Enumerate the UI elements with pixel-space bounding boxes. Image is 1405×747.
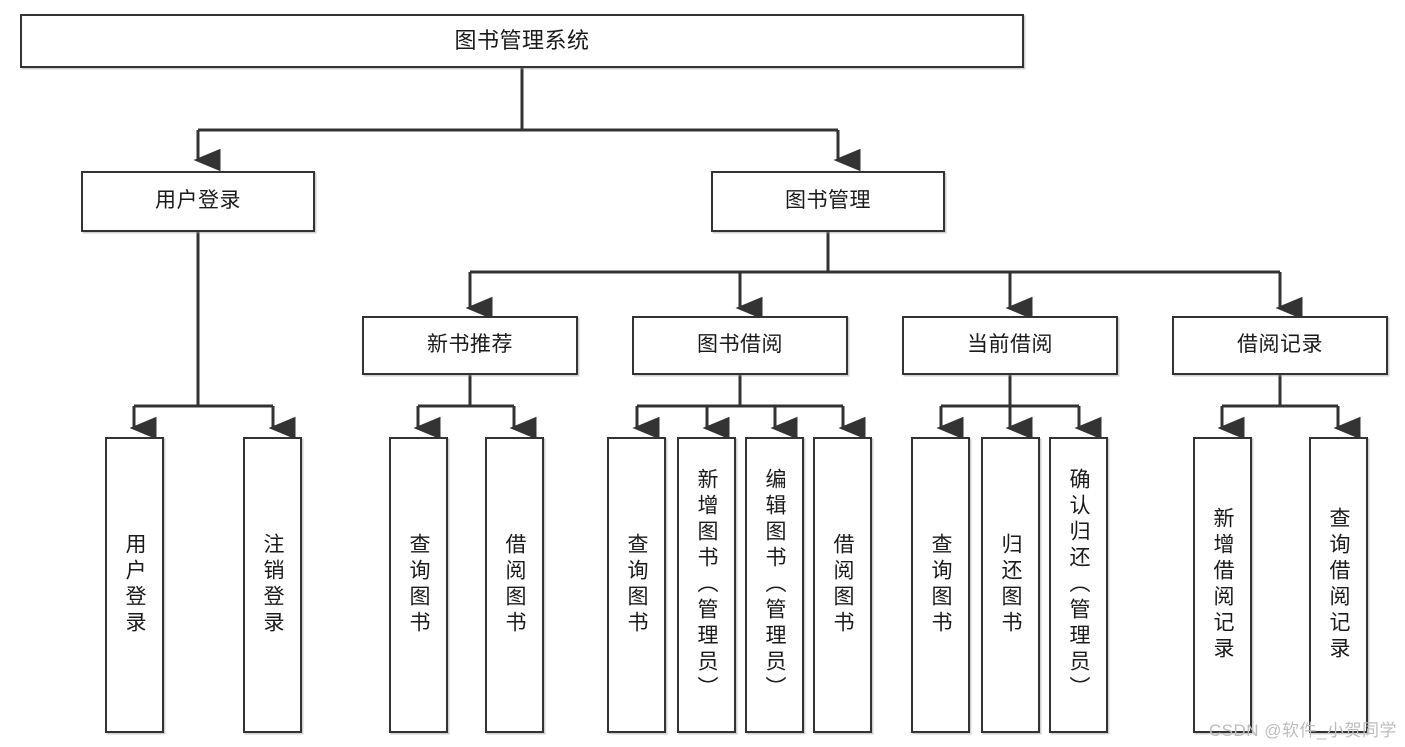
node-label: 借阅图书 bbox=[503, 533, 526, 637]
node-label: 图书管理系统 bbox=[454, 28, 590, 54]
node-label: 借阅记录 bbox=[1237, 333, 1323, 357]
node-label: 图书借阅 bbox=[697, 333, 783, 357]
node-label: 用户登录 bbox=[155, 189, 241, 213]
node-book-management[interactable]: 图书管理 bbox=[711, 171, 945, 232]
node-borrow-record[interactable]: 借阅记录 bbox=[1172, 316, 1388, 375]
node-leaf-user-login[interactable]: 用户登录 bbox=[105, 437, 164, 733]
node-label: 当前借阅 bbox=[967, 333, 1053, 357]
node-label: 图书管理 bbox=[785, 189, 871, 213]
node-leaf-query-book-borrow[interactable]: 查询图书 bbox=[607, 437, 666, 733]
node-root-book-management-system[interactable]: 图书管理系统 bbox=[20, 14, 1024, 68]
node-label: 查询图书 bbox=[407, 533, 430, 637]
node-label: 确认归还（管理员） bbox=[1067, 468, 1090, 702]
node-leaf-query-book-recommend[interactable]: 查询图书 bbox=[389, 437, 448, 733]
node-book-borrow[interactable]: 图书借阅 bbox=[632, 316, 848, 375]
node-label: 新书推荐 bbox=[427, 333, 513, 357]
node-leaf-query-book-current[interactable]: 查询图书 bbox=[911, 437, 970, 733]
node-label: 编辑图书（管理员） bbox=[763, 468, 786, 702]
node-leaf-borrow-book-recommend[interactable]: 借阅图书 bbox=[485, 437, 544, 733]
node-leaf-borrow-book[interactable]: 借阅图书 bbox=[813, 437, 872, 733]
node-leaf-return-book[interactable]: 归还图书 bbox=[981, 437, 1040, 733]
node-current-borrow[interactable]: 当前借阅 bbox=[902, 316, 1118, 375]
node-label: 注销登录 bbox=[261, 533, 284, 637]
node-label: 新增图书（管理员） bbox=[695, 468, 718, 702]
node-label: 新增借阅记录 bbox=[1211, 507, 1234, 663]
node-new-book-recommend[interactable]: 新书推荐 bbox=[362, 316, 578, 375]
node-label: 查询图书 bbox=[625, 533, 648, 637]
node-label: 用户登录 bbox=[123, 533, 146, 637]
node-leaf-add-book-admin[interactable]: 新增图书（管理员） bbox=[677, 437, 736, 733]
node-leaf-logout[interactable]: 注销登录 bbox=[243, 437, 302, 733]
node-label: 查询图书 bbox=[929, 533, 952, 637]
node-label: 归还图书 bbox=[999, 533, 1022, 637]
node-label: 借阅图书 bbox=[831, 533, 854, 637]
node-leaf-add-borrow-record[interactable]: 新增借阅记录 bbox=[1193, 437, 1252, 733]
node-leaf-confirm-return-admin[interactable]: 确认归还（管理员） bbox=[1049, 437, 1108, 733]
node-label: 查询借阅记录 bbox=[1327, 507, 1350, 663]
watermark-text: CSDN @软件_小贺同学 bbox=[1208, 721, 1397, 740]
node-leaf-edit-book-admin[interactable]: 编辑图书（管理员） bbox=[745, 437, 804, 733]
node-leaf-query-borrow-record[interactable]: 查询借阅记录 bbox=[1309, 437, 1368, 733]
node-user-login[interactable]: 用户登录 bbox=[81, 171, 315, 232]
